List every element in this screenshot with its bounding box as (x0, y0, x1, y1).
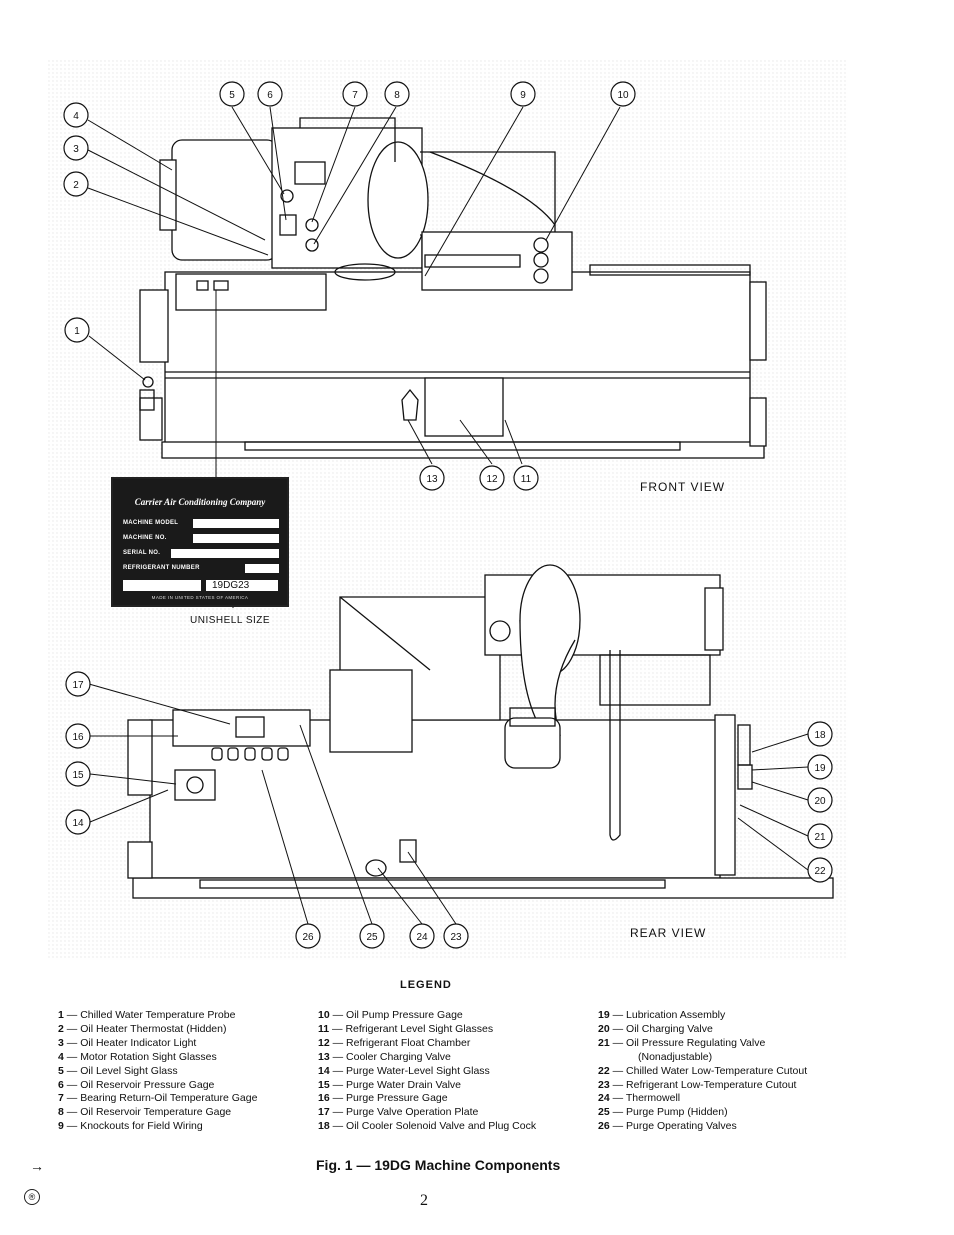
registered-mark-icon: ® (24, 1189, 40, 1205)
callout-17: 17 (72, 680, 84, 691)
legend-column-3: 19 — Lubrication Assembly 20 — Oil Charg… (598, 1009, 807, 1134)
callout-10: 10 (617, 90, 629, 101)
callout-8: 8 (394, 90, 400, 101)
nameplate-field-model: MACHINE MODEL (123, 520, 179, 526)
legend-item: 23 — Refrigerant Low-Temperature Cutout (598, 1078, 797, 1091)
callout-21: 21 (814, 832, 826, 843)
legend-item: 1 — Chilled Water Temperature Probe (58, 1009, 236, 1021)
purge-unit (172, 709, 311, 747)
nameplate-field-machine-no: MACHINE NO. (123, 535, 167, 541)
nameplate-size-value: 19DG23 (206, 580, 278, 591)
front-callout-circles (63, 81, 636, 491)
legend-item: 11 — Refrigerant Level Sight Glasses (318, 1022, 494, 1035)
margin-arrow-icon: → (30, 1158, 44, 1174)
legend-item: 20 — Oil Charging Valve (598, 1022, 713, 1035)
callout-24: 24 (416, 932, 428, 943)
nameplate-field-refrigerant: REFRIGERANT NUMBER (123, 565, 200, 571)
rear-view-label: REAR VIEW (630, 926, 707, 940)
legend-item: 9 — Knockouts for Field Wiring (58, 1120, 203, 1133)
legend-item: 4 — Motor Rotation Sight Glasses (58, 1050, 217, 1063)
front-motor (171, 139, 278, 261)
callout-7: 7 (352, 90, 358, 101)
front-leader-lines (87, 106, 621, 608)
legend-item: 14 — Purge Water-Level Sight Glass (318, 1064, 490, 1077)
legend-item: 18 — Oil Cooler Solenoid Valve and Plug … (318, 1120, 537, 1133)
callout-1: 1 (74, 326, 80, 337)
legend-item: 25 — Purge Pump (Hidden) (598, 1106, 728, 1119)
callout-6: 6 (267, 90, 273, 101)
callout-23: 23 (450, 932, 462, 943)
page-number: 2 (420, 1192, 428, 1209)
front-view-label: FRONT VIEW (640, 480, 726, 494)
legend-item-continuation: (Nonadjustable) (638, 1050, 713, 1063)
callout-25: 25 (366, 932, 378, 943)
nameplate-box-machine-no (193, 534, 279, 543)
legend-item: 15 — Purge Water Drain Valve (318, 1078, 461, 1091)
nameplate-footer: MADE IN UNITED STATES OF AMERICA (151, 595, 249, 600)
legend-item: 13 — Cooler Charging Valve (318, 1050, 451, 1063)
nameplate-box-refrigerant (245, 564, 279, 573)
callout-26: 26 (302, 932, 314, 943)
rear-callout-circles (65, 671, 833, 949)
callout-19: 19 (814, 763, 826, 774)
nameplate-box-blank (123, 580, 201, 591)
callout-2: 2 (73, 180, 79, 191)
legend-item: 12 — Refrigerant Float Chamber (318, 1036, 471, 1049)
legend-item: 10 — Oil Pump Pressure Gage (318, 1009, 463, 1021)
legend-item: 2 — Oil Heater Thermostat (Hidden) (58, 1022, 227, 1035)
front-view-drawing (139, 117, 767, 459)
callout-16: 16 (72, 732, 84, 743)
rear-view-drawing (127, 564, 834, 899)
callout-20: 20 (814, 796, 826, 807)
callout-15: 15 (72, 770, 84, 781)
legend-item: 17 — Purge Valve Operation Plate (318, 1106, 479, 1119)
legend-item: 16 — Purge Pressure Gage (318, 1092, 448, 1105)
legend-item: 3 — Oil Heater Indicator Light (58, 1036, 197, 1049)
unishell-size-label: UNISHELL SIZE (190, 615, 271, 626)
legend-item: 26 — Purge Operating Valves (598, 1120, 737, 1133)
nameplate-box-serial (171, 549, 279, 558)
legend-column-2: 10 — Oil Pump Pressure Gage 11 — Refrige… (318, 1009, 536, 1134)
legend-item: 8 — Oil Reservoir Temperature Gage (58, 1106, 232, 1119)
callout-13: 13 (426, 474, 438, 485)
nameplate: Carrier Air Conditioning Company MACHINE… (111, 477, 289, 607)
callout-5: 5 (229, 90, 235, 101)
legend-item: 19 — Lubrication Assembly (598, 1009, 726, 1021)
callout-11: 11 (521, 474, 532, 485)
figure-caption: Fig. 1 — 19DG Machine Components (316, 1157, 561, 1173)
callout-18: 18 (814, 730, 826, 741)
legend-item: 22 — Chilled Water Low-Temperature Cutou… (598, 1064, 808, 1077)
callout-3: 3 (73, 144, 79, 155)
callout-4: 4 (73, 111, 79, 122)
callout-12: 12 (486, 474, 498, 485)
callout-9: 9 (520, 90, 526, 101)
callout-numbers: 4 3 2 1 5 6 7 8 9 10 13 12 11 17 16 15 1… (72, 90, 826, 943)
legend-column-1: 1 — Chilled Water Temperature Probe 2 — … (58, 1009, 257, 1134)
legend-item: 24 — Thermowell (598, 1092, 681, 1105)
callout-22: 22 (814, 866, 826, 877)
rear-leader-lines (88, 683, 809, 925)
front-control-panel (421, 231, 573, 291)
callout-14: 14 (72, 818, 84, 829)
legend-item: 7 — Bearing Return-Oil Temperature Gage (58, 1092, 258, 1105)
legend-item: 6 — Oil Reservoir Pressure Gage (58, 1078, 215, 1091)
nameplate-box-model (193, 519, 279, 528)
legend-item: 5 — Oil Level Sight Glass (58, 1064, 178, 1077)
nameplate-field-serial: SERIAL NO. (123, 550, 161, 556)
nameplate-company: Carrier Air Conditioning Company (134, 497, 266, 507)
legend-item: 21 — Oil Pressure Regulating Valve (598, 1036, 766, 1049)
legend-title: LEGEND (400, 979, 452, 991)
